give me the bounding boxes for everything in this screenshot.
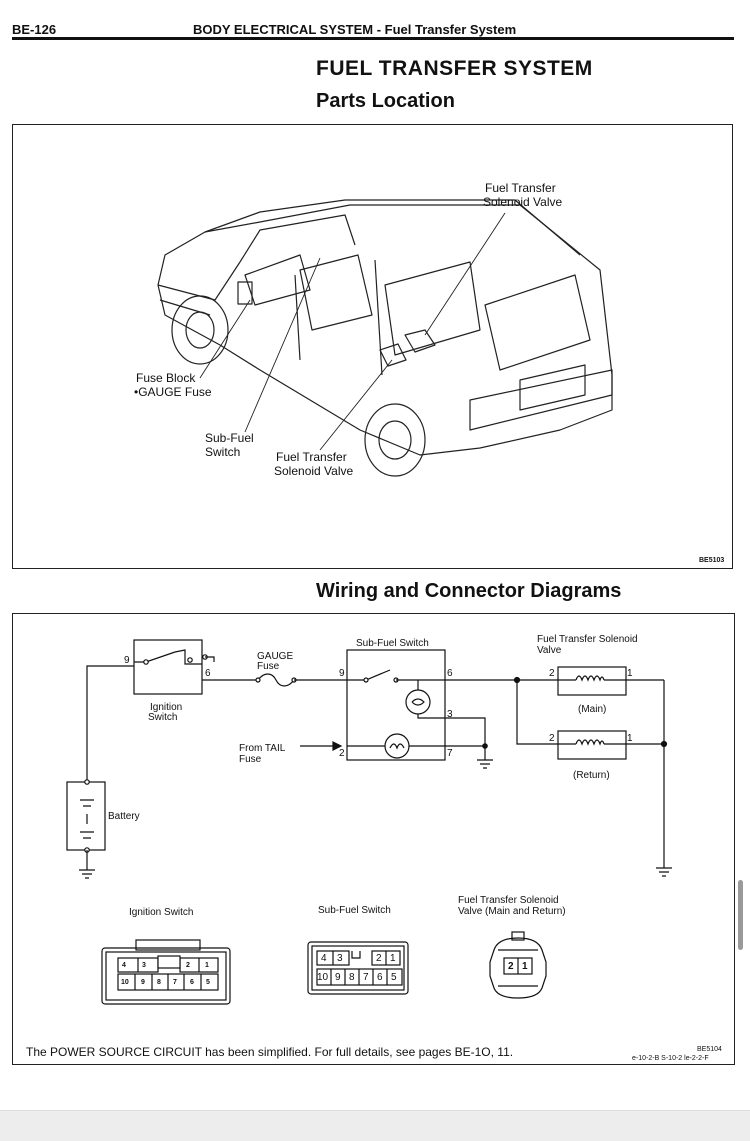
figure-ref-codes: e-10-2-B S-10-2 le-2-2-F [632, 1055, 709, 1062]
sub-conn-pin: 8 [349, 972, 355, 983]
figure-code-2: BE5104 [697, 1046, 722, 1053]
valve-connector-title-2: Valve (Main and Return) [458, 906, 566, 917]
ign-conn-pin: 7 [173, 979, 177, 986]
ign-conn-pin: 10 [121, 979, 129, 986]
figure-code: BE5103 [699, 557, 725, 564]
main-pin-2: 2 [549, 668, 555, 679]
valve-label-2: Valve [537, 645, 562, 656]
ignition-switch-label-2: Switch [148, 712, 178, 723]
section-header: BODY ELECTRICAL SYSTEM - Fuel Transfer S… [193, 22, 517, 37]
ret-pin-2: 2 [549, 733, 555, 744]
sub-pin-9: 9 [339, 668, 345, 679]
sub-conn-pin: 4 [321, 953, 327, 964]
sub-conn-pin: 3 [337, 953, 343, 964]
scrollbar-thumb[interactable] [738, 880, 743, 950]
sub-conn-pin: 1 [390, 953, 396, 964]
valve-label: Fuel Transfer Solenoid [537, 634, 638, 645]
from-tail-label: From TAIL [239, 743, 286, 754]
sub-fuel-switch-label: Sub-Fuel [205, 431, 254, 445]
ret-pin-1: 1 [627, 733, 633, 744]
valve-bottom-label: Fuel Transfer [276, 450, 347, 464]
ign-pin-9: 9 [124, 655, 130, 666]
sub-conn-pin: 6 [377, 972, 383, 983]
sub-conn-pin: 9 [335, 972, 341, 983]
ign-conn-pin: 3 [142, 962, 146, 969]
ignition-connector-title: Ignition Switch [129, 907, 194, 918]
ignition-switch-label: Ignition [150, 702, 183, 713]
gauge-fuse-label: GAUGE [257, 651, 294, 662]
parts-location-panel [12, 124, 733, 569]
fuse-block-label: Fuse Block [136, 371, 196, 385]
sub-fuel-switch-label: Sub-Fuel Switch [356, 638, 429, 649]
valve-top-label-2: Solenoid Valve [483, 195, 563, 209]
sub-conn-pin: 2 [376, 953, 382, 964]
sub-conn-pin: 10 [317, 972, 329, 983]
from-tail-label-2: Fuse [239, 754, 262, 765]
header-rule [12, 37, 734, 40]
main-pin-1: 1 [627, 668, 633, 679]
sub-fuel-switch-label-2: Switch [205, 445, 241, 459]
sub-pin-2: 2 [339, 748, 345, 759]
valve-connector-title: Fuel Transfer Solenoid [458, 895, 559, 906]
page-number: BE-126 [12, 22, 57, 37]
valve-conn-pin: 1 [522, 961, 528, 972]
ign-conn-pin: 6 [190, 979, 194, 986]
battery-label: Battery [108, 811, 140, 822]
sub-pin-6: 6 [447, 668, 453, 679]
footer-note: The POWER SOURCE CIRCUIT has been simpli… [26, 1045, 514, 1059]
sub-conn-pin: 7 [363, 972, 369, 983]
sub-pin-7: 7 [447, 748, 453, 759]
wiring-heading: Wiring and Connector Diagrams [316, 580, 622, 602]
sub-conn-pin: 5 [391, 972, 397, 983]
return-label: (Return) [573, 770, 610, 781]
sub-pin-3: 3 [447, 709, 453, 720]
ign-pin-6: 6 [205, 668, 211, 679]
page-title: FUEL TRANSFER SYSTEM [316, 57, 593, 80]
sub-fuel-connector-title: Sub-Fuel Switch [318, 905, 391, 916]
valve-top-label: Fuel Transfer [485, 181, 556, 195]
ign-conn-pin: 4 [122, 962, 126, 969]
gauge-fuse-label-2: Fuse [257, 661, 280, 672]
ign-conn-pin: 2 [186, 962, 190, 969]
ign-conn-pin: 5 [206, 979, 210, 986]
parts-location-heading: Parts Location [316, 90, 455, 112]
valve-bottom-label-2: Solenoid Valve [274, 464, 354, 478]
ign-conn-pin: 1 [205, 962, 209, 969]
ign-conn-pin: 9 [141, 979, 145, 986]
main-label: (Main) [578, 704, 607, 715]
viewer-bottom-bar [0, 1110, 750, 1141]
gauge-fuse-label: •GAUGE Fuse [134, 385, 212, 399]
valve-conn-pin: 2 [508, 961, 514, 972]
ign-conn-pin: 8 [157, 979, 161, 986]
wiring-panel [12, 613, 735, 1065]
